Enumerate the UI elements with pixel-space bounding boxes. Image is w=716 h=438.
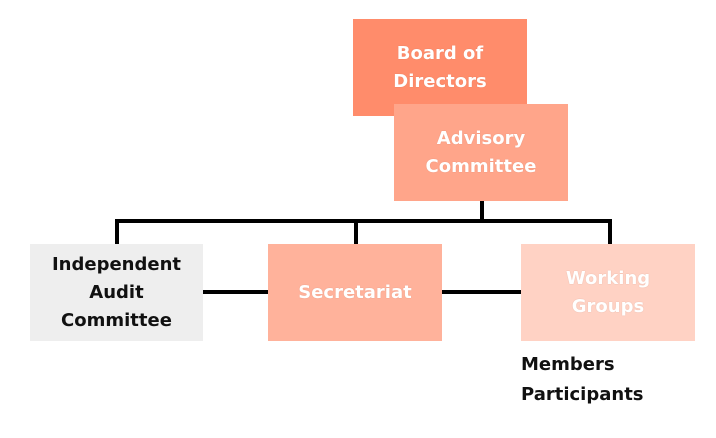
working-groups-label-line2: Groups	[571, 295, 645, 317]
audit-label-line1: Independent	[51, 253, 182, 275]
audit-label-line3: Committee	[61, 309, 172, 331]
connector-drop-working-groups	[608, 219, 612, 245]
advisory-label-line1: Advisory	[436, 127, 526, 149]
independent-audit-committee-box: Independent Audit Committee	[30, 244, 203, 341]
board-of-directors-box: Board of Directors	[353, 19, 527, 116]
connector-drop-secretariat	[354, 219, 358, 245]
working-groups-label-line1: Working	[565, 267, 651, 289]
connector-audit-secretariat	[202, 290, 270, 294]
connector-drop-audit	[115, 219, 119, 245]
connector-secretariat-working-groups	[441, 290, 522, 294]
board-label-line1: Board of	[396, 42, 484, 64]
secretariat-label: Secretariat	[298, 281, 412, 303]
advisory-label-line2: Committee	[425, 155, 537, 177]
advisory-committee-box: Advisory Committee	[394, 104, 568, 201]
members-label: Members	[521, 354, 615, 375]
working-groups-box: Working Groups	[521, 244, 695, 341]
audit-label-line2: Audit	[89, 281, 144, 303]
participants-label: Participants	[521, 384, 644, 405]
connector-horizontal-top	[115, 219, 612, 223]
board-label-line2: Directors	[393, 70, 487, 92]
secretariat-box: Secretariat	[268, 244, 442, 341]
connector-advisory-down	[480, 200, 484, 222]
